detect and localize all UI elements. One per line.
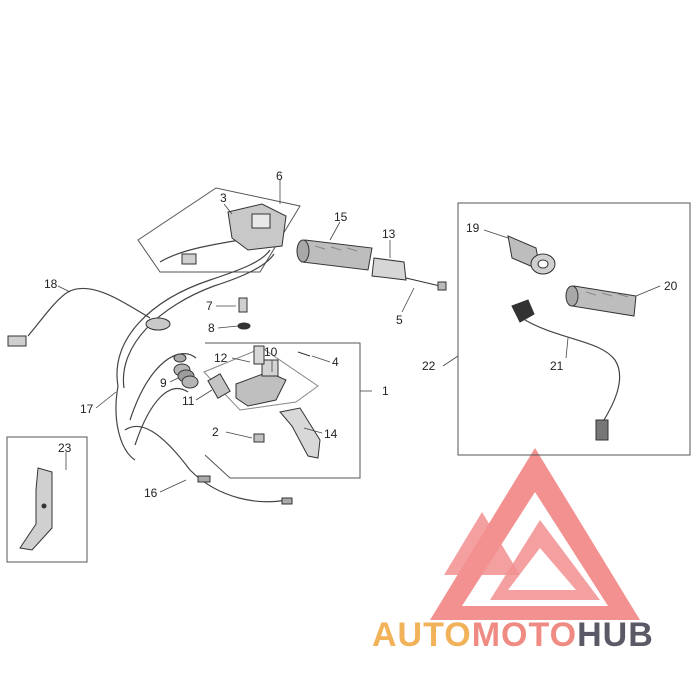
callout-15: 15 [334, 210, 348, 224]
brand-part-auto: AUTO [372, 616, 472, 654]
callout-10: 10 [264, 345, 278, 359]
heater-switch-icon [511, 299, 535, 323]
clutch-cable [124, 425, 287, 503]
callout-16: 16 [144, 486, 158, 500]
callout-13: 13 [382, 227, 396, 241]
nut-2-icon [253, 433, 265, 443]
bar-end-weight-icon [371, 257, 407, 281]
callout-17: 17 [80, 402, 94, 416]
washer-8-icon [237, 322, 251, 330]
callout-19: 19 [466, 221, 480, 235]
grip-20-icon [571, 285, 637, 317]
screw-7-icon [238, 297, 248, 313]
callout-14: 14 [324, 427, 338, 441]
callout-18: 18 [44, 277, 58, 291]
brand-part-moto: MOTO [471, 616, 578, 654]
heater-connector-icon [595, 419, 609, 441]
heater-wire [524, 319, 621, 421]
watermark-brand: AUTOMOTOHUB [372, 614, 654, 656]
bolt-12-icon [253, 345, 265, 365]
callout-2: 2 [212, 425, 219, 439]
cable-17a [116, 249, 271, 387]
callout-11: 11 [182, 394, 195, 408]
group-box-23 [6, 436, 88, 563]
callout-4: 4 [332, 355, 339, 369]
callout-7: 7 [206, 299, 213, 313]
bolt-5-icon [405, 277, 441, 287]
lever-14-icon [279, 407, 321, 459]
callout-8: 8 [208, 321, 215, 335]
callout-20: 20 [664, 279, 678, 293]
callout-labels: 1 2 3 4 5 6 7 8 9 10 11 12 13 14 15 16 1… [44, 169, 678, 500]
callout-21: 21 [550, 359, 564, 373]
callout-5: 5 [396, 313, 403, 327]
callout-12: 12 [214, 351, 228, 365]
callout-3: 3 [220, 191, 227, 205]
callout-23: 23 [58, 441, 72, 455]
grip-15-icon [301, 239, 373, 271]
pin-11-icon [207, 373, 231, 399]
callout-22: 22 [422, 359, 436, 373]
callout-9: 9 [160, 376, 167, 390]
screw-4-icon [297, 351, 311, 357]
callout-1: 1 [382, 384, 389, 398]
group-box-1 [204, 342, 361, 479]
throttle-cable [27, 287, 151, 337]
lever-bracket-icon [235, 371, 287, 407]
group-box-22 [457, 202, 691, 456]
callout-6: 6 [276, 169, 283, 183]
connector-18-icon [7, 335, 27, 347]
bracket-23-icon [19, 467, 53, 551]
watermark-logo-icon [430, 448, 640, 620]
spring-9-icon [173, 363, 199, 389]
brand-part-hub: HUB [577, 616, 654, 654]
